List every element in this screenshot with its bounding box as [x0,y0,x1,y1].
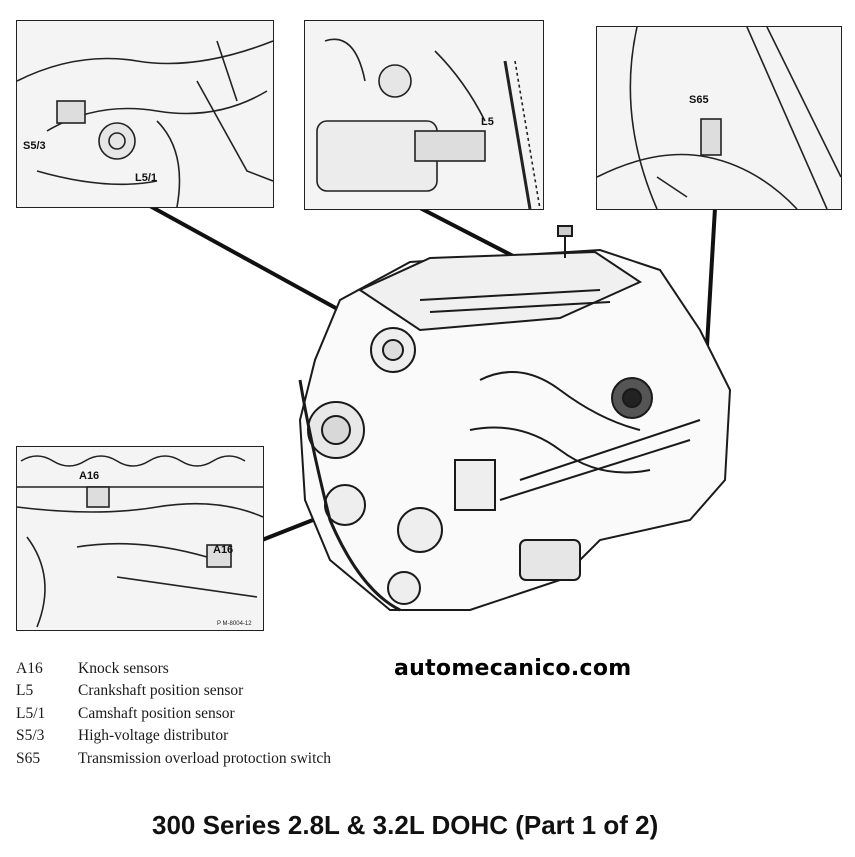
site-watermark: automecanico.com [394,656,632,681]
legend-label: Knock sensors [78,660,169,677]
detail-panel-transmission-switch: S65 [596,26,842,210]
detail-panel-distributor: S5/3 L5/1 [16,20,274,208]
figure-code: P M-8004-12 [217,621,252,627]
leader-line-l5 [418,206,670,338]
leader-line-s65 [703,206,717,382]
detail-panel-crankshaft-sensor: L5 [304,20,544,210]
legend-code: S5/3 [16,727,45,745]
callout-label: S5/3 [23,140,46,152]
distributor-detail-drawing: S5/3 L5/1 [17,40,273,207]
callout-label: L5/1 [135,172,157,184]
legend-row: A16 Knock sensors [16,658,331,680]
legend-code: L5/1 [16,704,46,722]
legend-row: L5/1 Camshaft position sensor [16,703,331,725]
component-legend: A16 Knock sensors L5 Crankshaft position… [16,658,331,770]
leader-line-s5-3 [148,204,374,330]
legend-row: S65 Transmission overload protoction swi… [16,748,331,770]
legend-row: L5 Crankshaft position sensor [16,680,331,702]
callout-label: S65 [689,94,709,106]
legend-label: Transmission overload protoction switch [78,749,332,767]
legend-label: Crankshaft position sensor [78,682,244,700]
figure-caption: 300 Series 2.8L & 3.2L DOHC (Part 1 of 2… [152,810,659,840]
detail-panel-knock-sensors: A16 A16 P M-8004-12 [16,446,264,631]
callout-label: A16 [79,470,99,482]
legend-code: S65 [16,749,41,767]
legend-label: Camshaft position sensor [78,704,235,722]
transmission-detail-drawing: S65 [597,27,841,209]
callout-label: A16 [213,544,233,556]
legend-row: S5/3 High-voltage distributor [16,725,331,747]
legend-code: L5 [16,682,34,700]
knock-sensor-detail-drawing: A16 A16 P M-8004-12 [17,455,263,628]
engine-block [298,225,732,612]
callout-label: L5 [481,116,494,128]
leader-line-a16 [260,468,442,542]
legend-label: High-voltage distributor [78,727,229,745]
crankshaft-detail-drawing: L5 [316,38,541,209]
legend-code: A16 [16,660,43,677]
